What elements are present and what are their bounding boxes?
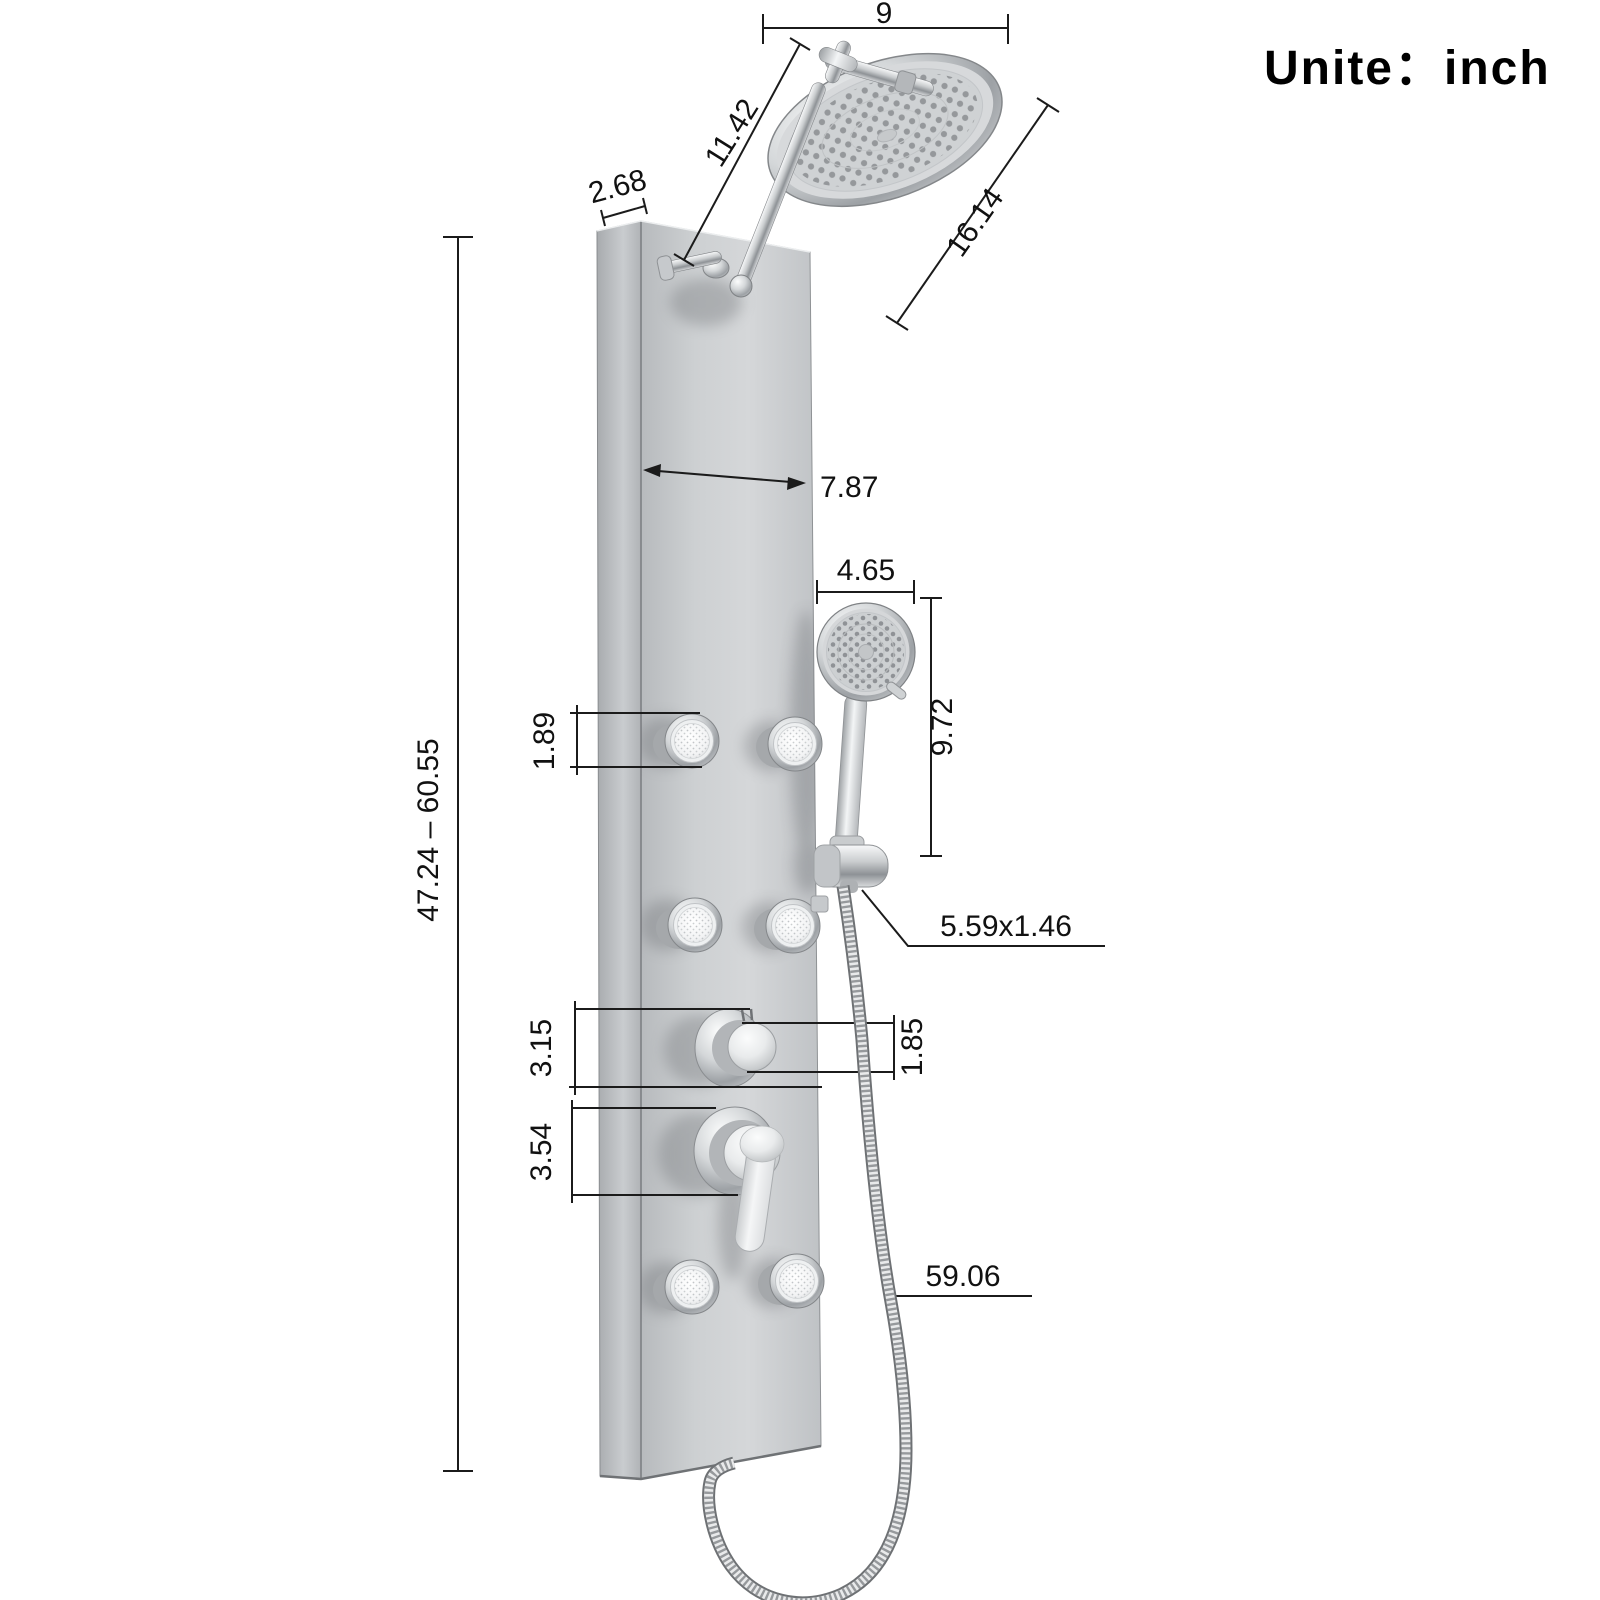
dim-label-knob-protrusion: 1.85 (896, 1018, 929, 1076)
dim-rain-head-mount-width: 9 (762, 0, 1009, 44)
arm-elbow (729, 274, 753, 298)
mode-switch-nub (886, 681, 907, 700)
shower-arm (656, 40, 934, 298)
shower-arm-fitting (818, 40, 934, 97)
dim-panel-width: 7.87 (643, 464, 878, 504)
dim-label-hand-shower-width: 4.65 (837, 554, 895, 587)
dim-mixer-diameter: 3.54 (525, 1100, 738, 1203)
diverter-knob (694, 1008, 777, 1088)
hand-shower-head (816, 602, 916, 702)
shower-arm-flange (656, 251, 730, 281)
dim-label-panel-height-range: 47.24 – 60.55 (412, 738, 445, 922)
dim-holder-size: 5.59x1.46 (861, 889, 1105, 947)
dim-label-diverter-diameter: 3.15 (525, 1019, 558, 1077)
hand-shower (816, 602, 916, 856)
dim-hand-shower-width: 4.65 (816, 554, 915, 604)
unit-label: Unite：inch (1264, 42, 1551, 95)
dim-hand-shower-length: 9.72 (920, 597, 959, 857)
dim-panel-height-range: 47.24 – 60.55 (412, 236, 473, 1472)
dim-diverter-diameter: 3.15 (525, 1001, 822, 1095)
mixer-valve (693, 1106, 785, 1252)
dim-label-panel-width: 7.87 (820, 471, 878, 504)
dim-hose-length: 59.06 (893, 1260, 1032, 1297)
dim-label-mixer-diameter: 3.54 (525, 1123, 558, 1181)
panel-side-face (596, 220, 642, 1480)
rain-shower-head (767, 52, 1003, 208)
dim-label-holder-size: 5.59x1.46 (940, 910, 1072, 943)
dim-label-rain-head-mount-width: 9 (876, 0, 893, 30)
dim-label-hose-length: 59.06 (925, 1260, 1000, 1293)
shower-hose (702, 885, 913, 1600)
dim-knob-protrusion: 1.85 (742, 1015, 929, 1080)
dim-label-hand-shower-length: 9.72 (926, 698, 959, 756)
dim-body-jet-diameter: 1.89 (528, 705, 702, 775)
dim-label-body-jet-diameter: 1.89 (528, 712, 561, 770)
